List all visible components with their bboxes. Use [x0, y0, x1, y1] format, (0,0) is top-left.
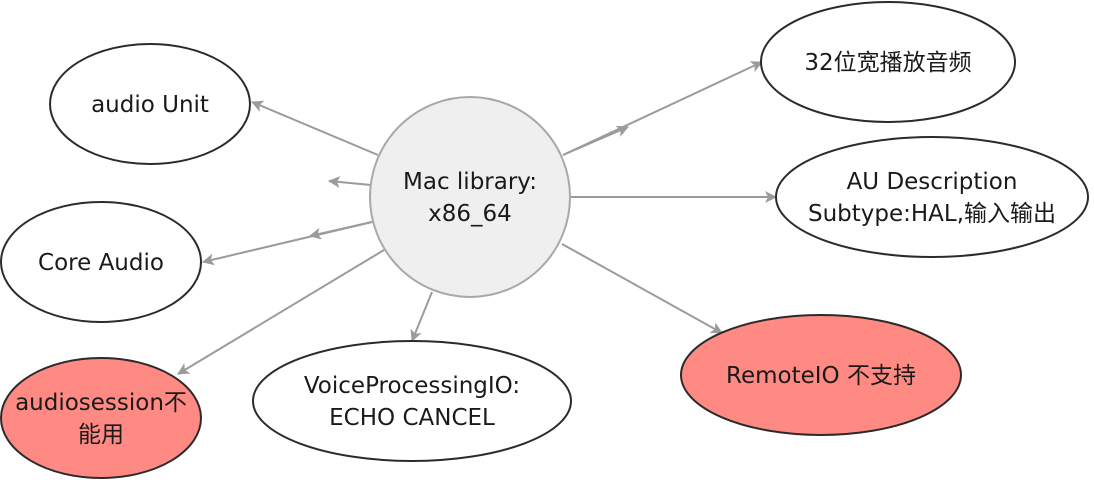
node-ellipse[interactable]: [680, 314, 962, 436]
edge-mac-library-to-dangling-left: [328, 176, 372, 189]
center-node-mac-library[interactable]: Mac library: x86_64: [369, 96, 571, 298]
center-circle[interactable]: [369, 96, 571, 298]
node-label-line: Mac library:: [403, 169, 537, 195]
node-ellipse[interactable]: [760, 1, 1016, 123]
node-label-line: x86_64: [428, 201, 512, 227]
node-label-line: audiosession不: [15, 390, 187, 416]
edge-mac-library-to-32bit-playback: [562, 61, 763, 156]
edge-mac-library-to-remote-io: [561, 243, 723, 334]
node-label-line: 能用: [78, 422, 124, 448]
node-label-line: audio Unit: [91, 92, 209, 118]
node-label-line: RemoteIO 不支持: [726, 363, 916, 389]
node-ellipse[interactable]: [775, 136, 1089, 258]
edge-mac-library-to-audio-unit: [251, 100, 379, 156]
edge-arrow-mid: [562, 125, 629, 156]
node-32bit-playback[interactable]: 32位宽播放音频: [760, 1, 1016, 123]
node-audio-unit[interactable]: audio Unit: [49, 43, 251, 165]
node-label-line: Subtype:HAL,输入输出: [808, 201, 1056, 227]
edges-layer: [177, 61, 777, 375]
edge-mac-library-to-voice-processing-io: [410, 291, 433, 342]
edge-mac-library-to-audiosession: [177, 249, 385, 375]
node-ellipse[interactable]: [49, 43, 251, 165]
node-ellipse[interactable]: [0, 357, 202, 479]
node-remote-io[interactable]: RemoteIO 不支持: [680, 314, 962, 436]
node-label-line: Core Audio: [38, 250, 164, 276]
node-voice-processing-io[interactable]: VoiceProcessingIO: ECHO CANCEL: [252, 340, 572, 462]
node-label-line: VoiceProcessingIO:: [304, 373, 520, 399]
edge-arrow-mid: [309, 221, 373, 240]
node-label-line: ECHO CANCEL: [329, 405, 495, 431]
node-label-line: 32位宽播放音频: [804, 50, 971, 76]
node-ellipse[interactable]: [252, 340, 572, 462]
node-ellipse[interactable]: [0, 201, 202, 323]
node-core-audio[interactable]: Core Audio: [0, 201, 202, 323]
node-label-line: AU Description: [847, 169, 1018, 195]
